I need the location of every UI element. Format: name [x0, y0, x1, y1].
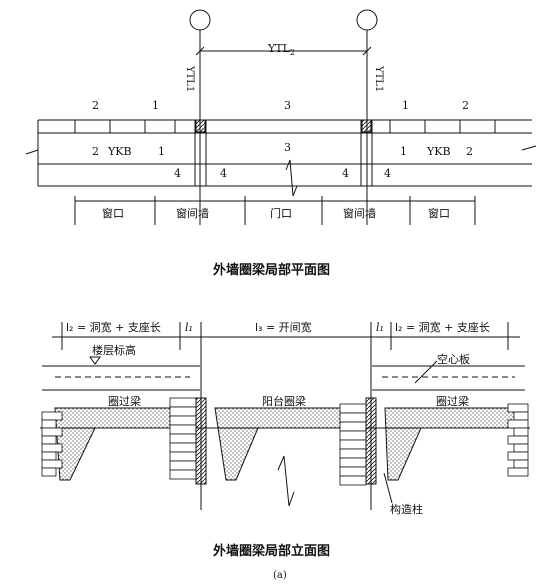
brick-pier-center-right	[339, 403, 367, 486]
dim-pier-right: 窗间墙	[343, 207, 376, 220]
lintel-left-label: 圈过梁	[108, 395, 141, 408]
beam-right	[384, 407, 516, 481]
dim-l1-right: l₁	[376, 321, 384, 334]
plan-num: 1	[158, 145, 165, 158]
figure-label: (a)	[273, 570, 287, 581]
balcony-beam-label: 阳台圈梁	[262, 395, 306, 408]
plan-num: 4	[174, 167, 181, 180]
plan-caption: 外墙圈梁局部平面图	[213, 263, 331, 278]
axis-bubble-right	[356, 9, 378, 31]
plan-num: 2	[92, 99, 99, 112]
floor-level-marker	[89, 356, 101, 365]
ytl2-label: YTL2	[268, 42, 295, 58]
brick-pier-left	[41, 411, 63, 477]
ytl1-left-label: YTL1	[184, 66, 195, 93]
dim-pier-left: 窗间墙	[176, 207, 209, 220]
column-elev-left	[195, 397, 207, 485]
dim-door: 门口	[270, 207, 292, 220]
break-mark-elevation	[277, 455, 295, 507]
dim-l2-left: l₂ = 洞宽 + 支座长	[66, 321, 161, 334]
dim-l3: l₃ = 开间宽	[255, 321, 312, 334]
column-elev-right	[365, 397, 377, 485]
elevation-caption: 外墙圈梁局部立面图	[213, 544, 331, 559]
hollow-slab-label: 空心板	[437, 353, 470, 366]
plan-num: 2	[466, 145, 473, 158]
column-label: 构造柱	[390, 503, 423, 516]
brick-pier-center-left	[169, 397, 197, 480]
column-plan-right	[361, 119, 372, 133]
plan-num: 4	[220, 167, 227, 180]
column-plan-left	[195, 119, 206, 133]
floor-elevation-label: 楼层标高	[92, 344, 136, 357]
dim-window-left: 窗口	[102, 207, 124, 220]
dim-window-right: 窗口	[428, 207, 450, 220]
brick-pier-right	[507, 403, 529, 477]
dim-l1-left: l₁	[185, 321, 193, 334]
plan-num: 4	[342, 167, 349, 180]
beam-left	[54, 407, 186, 481]
ykb-right-label: YKB	[427, 145, 451, 158]
plan-num: 2	[92, 145, 99, 158]
plan-num: 1	[402, 99, 409, 112]
ytl1-right-label: YTL1	[373, 66, 384, 93]
ykb-left-label: YKB	[108, 145, 132, 158]
lintel-right-label: 圈过梁	[436, 395, 469, 408]
plan-num: 4	[384, 167, 391, 180]
plan-num: 3	[284, 141, 291, 154]
plan-num: 1	[400, 145, 407, 158]
dim-l2-right: l₂ = 洞宽 + 支座长	[395, 321, 490, 334]
plan-num: 1	[152, 99, 159, 112]
break-mark-plan	[285, 159, 298, 197]
plan-num: 2	[462, 99, 469, 112]
axis-bubble-left	[189, 9, 211, 31]
plan-num: 3	[284, 99, 291, 112]
